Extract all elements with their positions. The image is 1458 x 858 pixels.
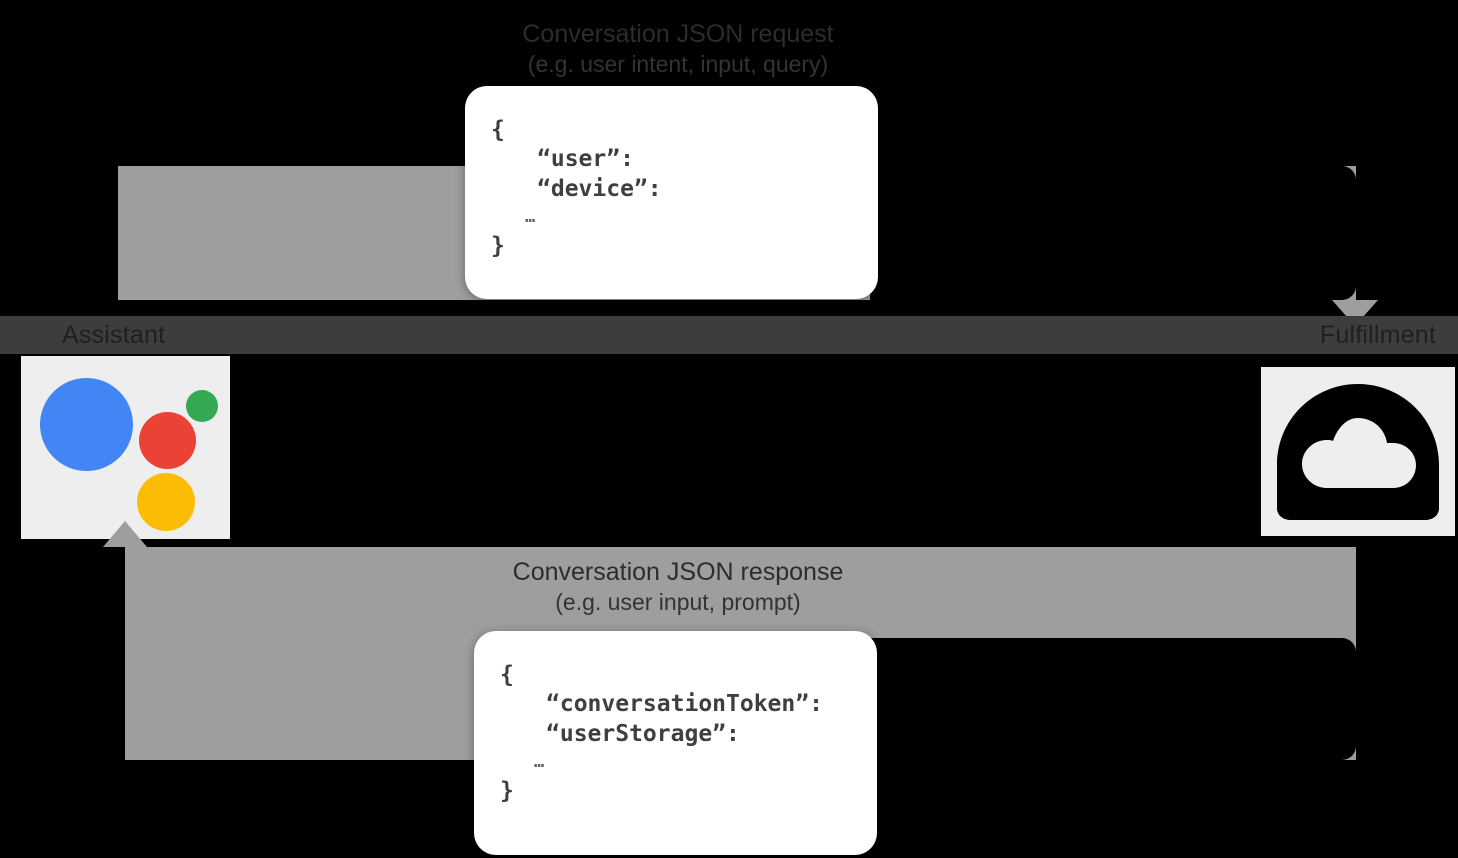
request-flow-title: Conversation JSON request	[522, 20, 834, 48]
assistant-red-dot-icon	[139, 412, 196, 469]
request-json-card: { “user”: “device”: … }	[465, 86, 878, 299]
response-json-key-conversation-token: “conversationToken”:	[546, 691, 823, 718]
actor-label-band	[0, 316, 1458, 354]
assistant-label: Assistant	[62, 321, 166, 349]
request-json-open-brace: {	[491, 117, 505, 143]
response-flow-caption: Conversation JSON response (e.g. user in…	[0, 556, 1356, 617]
request-panel-overlay	[870, 166, 1356, 300]
response-json-open-brace: {	[500, 662, 514, 688]
response-panel-overlay	[868, 638, 1356, 760]
fulfillment-logo-tile	[1261, 367, 1455, 536]
request-json-ellipsis: …	[525, 207, 536, 228]
fulfillment-label: Fulfillment	[1319, 321, 1436, 349]
assistant-logo-tile	[21, 356, 230, 539]
request-flow-subtitle: (e.g. user intent, input, query)	[527, 51, 829, 77]
response-flow-subtitle: (e.g. user input, prompt)	[555, 589, 801, 615]
request-json-key-device: “device”:	[537, 175, 662, 202]
response-json-key-user-storage: “userStorage”:	[546, 720, 740, 747]
response-json-ellipsis: …	[534, 752, 545, 773]
request-json-close-brace: }	[491, 232, 505, 259]
assistant-green-dot-icon	[186, 390, 218, 422]
assistant-blue-dot-icon	[40, 378, 133, 471]
response-flow-title: Conversation JSON response	[512, 558, 844, 586]
response-arrowhead-icon	[103, 521, 147, 547]
request-json-key-user: “user”:	[537, 146, 634, 173]
cloud-function-icon	[1277, 384, 1439, 520]
response-json-close-brace: }	[500, 777, 514, 804]
request-flow-caption: Conversation JSON request (e.g. user int…	[0, 18, 1356, 79]
response-json-card: { “conversationToken”: “userStorage”: … …	[474, 631, 877, 855]
